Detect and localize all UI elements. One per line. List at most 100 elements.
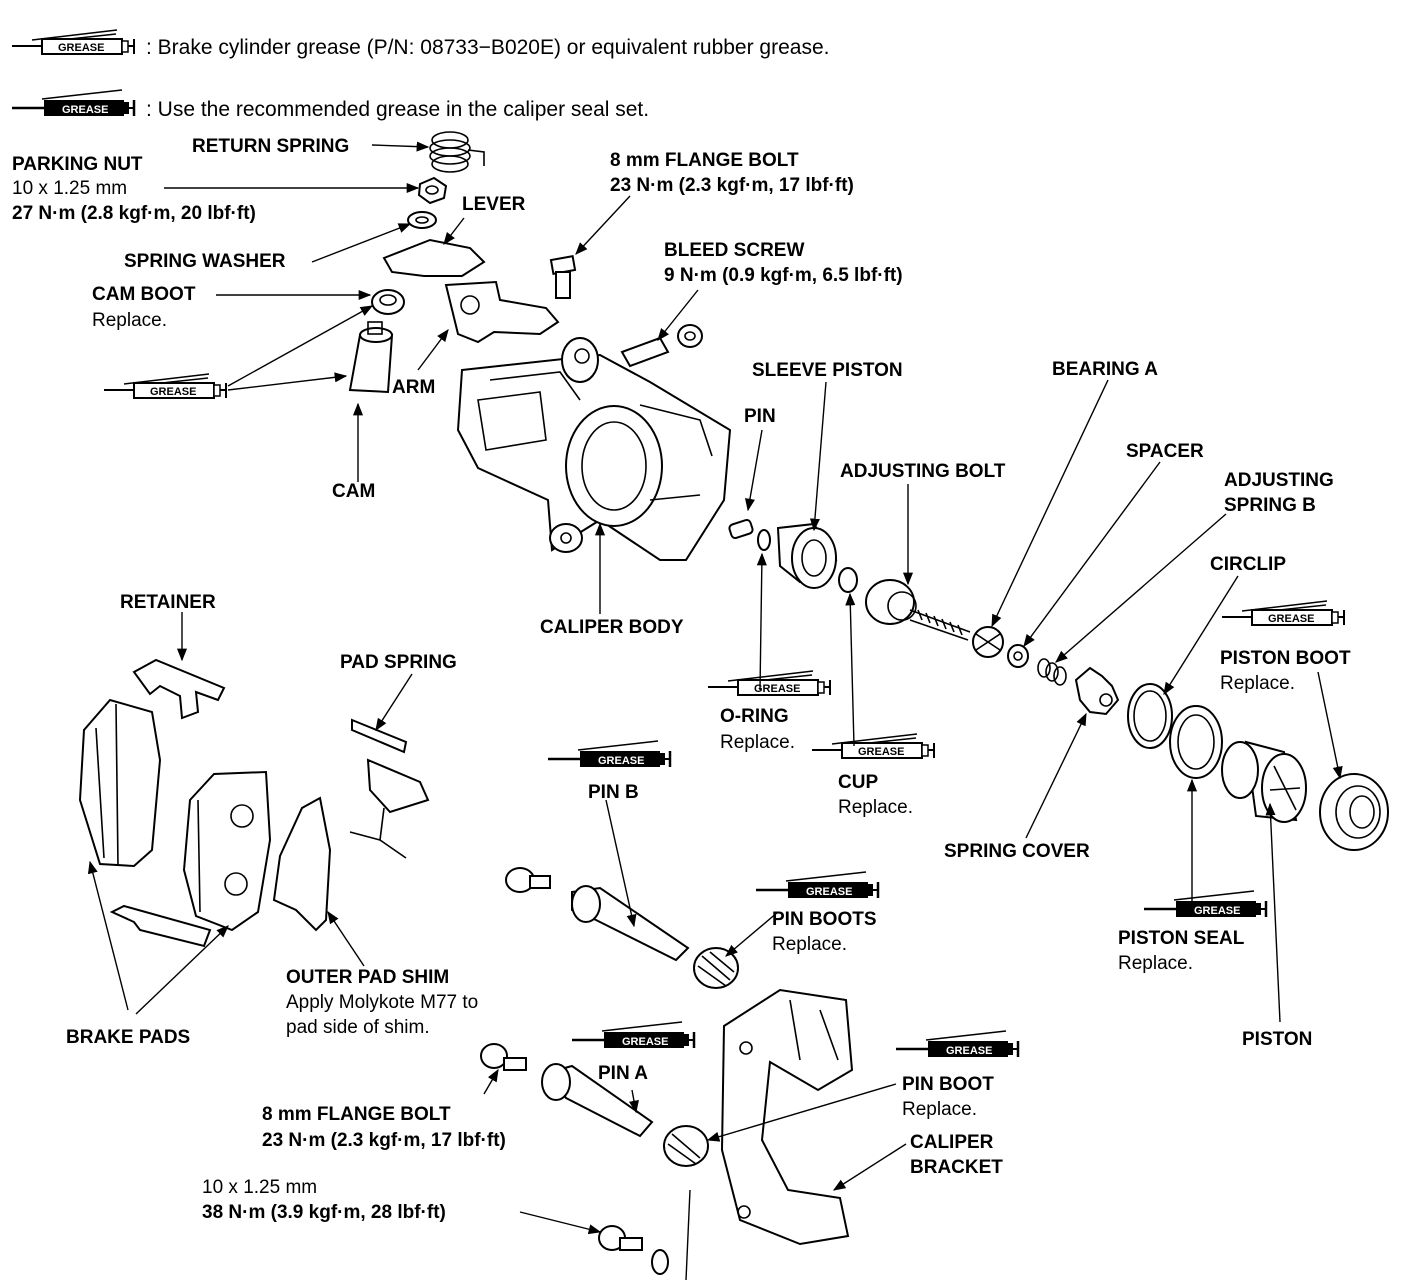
bracket-bolt-part [598, 1225, 669, 1275]
label-parking-nut: PARKING NUT [12, 154, 143, 175]
label-brake-pads: BRAKE PADS [66, 1027, 190, 1048]
label-sleeve-piston: SLEEVE PISTON [752, 360, 903, 381]
spacer-part [1007, 644, 1029, 668]
label-adjusting-spring-b-line2: SPRING B [1224, 495, 1316, 516]
label-parking-nut-size: 10 x 1.25 mm [12, 178, 127, 199]
svg-text:GREASE: GREASE [598, 755, 644, 767]
label-bleed-screw: BLEED SCREW [664, 240, 804, 261]
label-spring-cover: SPRING COVER [944, 841, 1090, 862]
retainer-part [132, 658, 226, 720]
return-spring-part [429, 131, 485, 173]
label-lever: LEVER [462, 194, 526, 215]
svg-text:GREASE: GREASE [858, 746, 904, 758]
brake-pad-outer-part [78, 698, 162, 868]
label-cam: CAM [332, 481, 375, 502]
label-pin-a: PIN A [598, 1063, 648, 1084]
caliper-grease-syringe-icon: GREASE [1142, 889, 1268, 919]
legend-brake-cylinder-grease: : Brake cylinder grease (P/N: 08733−B020… [146, 36, 829, 59]
grease-syringe-icon: GREASE [811, 733, 935, 759]
cup-part [838, 567, 858, 593]
label-spring-washer: SPRING WASHER [124, 251, 286, 272]
svg-text:GREASE: GREASE [1268, 613, 1314, 625]
adjusting-spring-b-part [1037, 658, 1067, 686]
svg-text:GREASE: GREASE [58, 42, 104, 54]
bearing-a-part [972, 626, 1004, 658]
svg-text:GREASE: GREASE [150, 386, 196, 398]
label-caliper-bracket-line2: BRACKET [910, 1157, 1003, 1178]
label-outer-pad-shim-note1: Apply Molykote M77 to [286, 992, 478, 1013]
caliper-bracket-part [720, 988, 854, 1246]
label-outer-pad-shim: OUTER PAD SHIM [286, 967, 449, 988]
pin-a-part [480, 1043, 654, 1138]
label-cup: CUP [838, 772, 878, 793]
arm-part [444, 280, 560, 344]
cam-part [348, 321, 394, 394]
label-pin-boots: PIN BOOTS [772, 909, 877, 930]
label-pin-boot: PIN BOOT [902, 1074, 994, 1095]
label-adjusting-spring-b-line1: ADJUSTING [1224, 470, 1334, 491]
pin-boot-part [663, 1125, 709, 1167]
label-arm: ARM [392, 377, 435, 398]
caliper-grease-syringe-icon: GREASE [570, 1020, 696, 1050]
grease-marks: GREASE GREASE GREASE GREASE GREASE GREAS… [103, 373, 1345, 1059]
label-circlip: CIRCLIP [1210, 554, 1286, 575]
svg-text:GREASE: GREASE [754, 683, 800, 695]
circlip-part [1127, 683, 1173, 749]
label-flange-bolt-top: 8 mm FLANGE BOLT [610, 150, 799, 171]
legend: GREASE : Brake cylinder grease (P/N: 087… [10, 29, 829, 121]
svg-text:GREASE: GREASE [1194, 905, 1240, 917]
svg-text:GREASE: GREASE [622, 1036, 668, 1048]
caliper-grease-syringe-icon: GREASE [546, 739, 672, 769]
spring-washer-part [407, 211, 437, 229]
piston-seal-part [1169, 705, 1223, 779]
caliper-grease-syringe-icon: GREASE [10, 88, 136, 118]
svg-text:GREASE: GREASE [806, 886, 852, 898]
grease-syringe-icon: GREASE [103, 373, 227, 399]
label-adjusting-bolt: ADJUSTING BOLT [840, 461, 1006, 482]
flange-bolt-top-part [549, 255, 577, 299]
label-o-ring-note: Replace. [720, 732, 795, 753]
label-o-ring: O-RING [720, 706, 789, 727]
label-parking-nut-torque: 27 N·m (2.8 kgf·m, 20 lbf·ft) [12, 203, 256, 224]
outer-pad-shim-part [272, 796, 332, 932]
label-pin: PIN [744, 406, 776, 427]
label-spacer: SPACER [1126, 441, 1204, 462]
label-outer-pad-shim-note2: pad side of shim. [286, 1017, 430, 1038]
pin-part [728, 518, 754, 540]
label-cup-note: Replace. [838, 797, 913, 818]
label-flange-bolt-top-torque: 23 N·m (2.3 kgf·m, 17 lbf·ft) [610, 175, 854, 196]
label-pad-spring: PAD SPRING [340, 652, 457, 673]
o-ring-part [757, 529, 771, 551]
sleeve-piston-part [776, 522, 838, 589]
label-bracket-bolt-size: 10 x 1.25 mm [202, 1177, 317, 1198]
grease-syringe-icon: GREASE [11, 29, 135, 55]
grease-syringe-icon: GREASE [1221, 600, 1345, 626]
label-pin-boots-note: Replace. [772, 934, 847, 955]
label-cam-boot: CAM BOOT [92, 284, 196, 305]
caliper-grease-syringe-icon: GREASE [894, 1029, 1020, 1059]
caliper-grease-syringe-icon: GREASE [754, 870, 880, 900]
piston-boot-part [1319, 773, 1389, 851]
svg-text:GREASE: GREASE [946, 1045, 992, 1057]
pad-spring-part [349, 718, 430, 859]
label-piston-boot-note: Replace. [1220, 673, 1295, 694]
adjusting-bolt-part [865, 579, 971, 641]
piston-part [1221, 740, 1307, 823]
label-bearing-a: BEARING A [1052, 359, 1158, 380]
label-piston-seal-note: Replace. [1118, 953, 1193, 974]
label-pin-boot-note: Replace. [902, 1099, 977, 1120]
label-piston-boot: PISTON BOOT [1220, 648, 1351, 669]
label-flange-bolt-bottom: 8 mm FLANGE BOLT [262, 1104, 451, 1125]
svg-text:GREASE: GREASE [62, 104, 108, 116]
label-flange-bolt-bottom-torque: 23 N·m (2.3 kgf·m, 17 lbf·ft) [262, 1130, 506, 1151]
cam-boot-part [371, 289, 405, 315]
pin-boots-part [693, 947, 739, 989]
label-return-spring: RETURN SPRING [192, 136, 349, 157]
pad-clip-part [109, 904, 212, 948]
parts-art [78, 131, 1389, 1275]
lever-part [382, 238, 486, 277]
label-caliper-body: CALIPER BODY [540, 617, 684, 638]
spring-cover-part [1074, 666, 1120, 716]
leader-lines [87, 141, 1343, 1281]
